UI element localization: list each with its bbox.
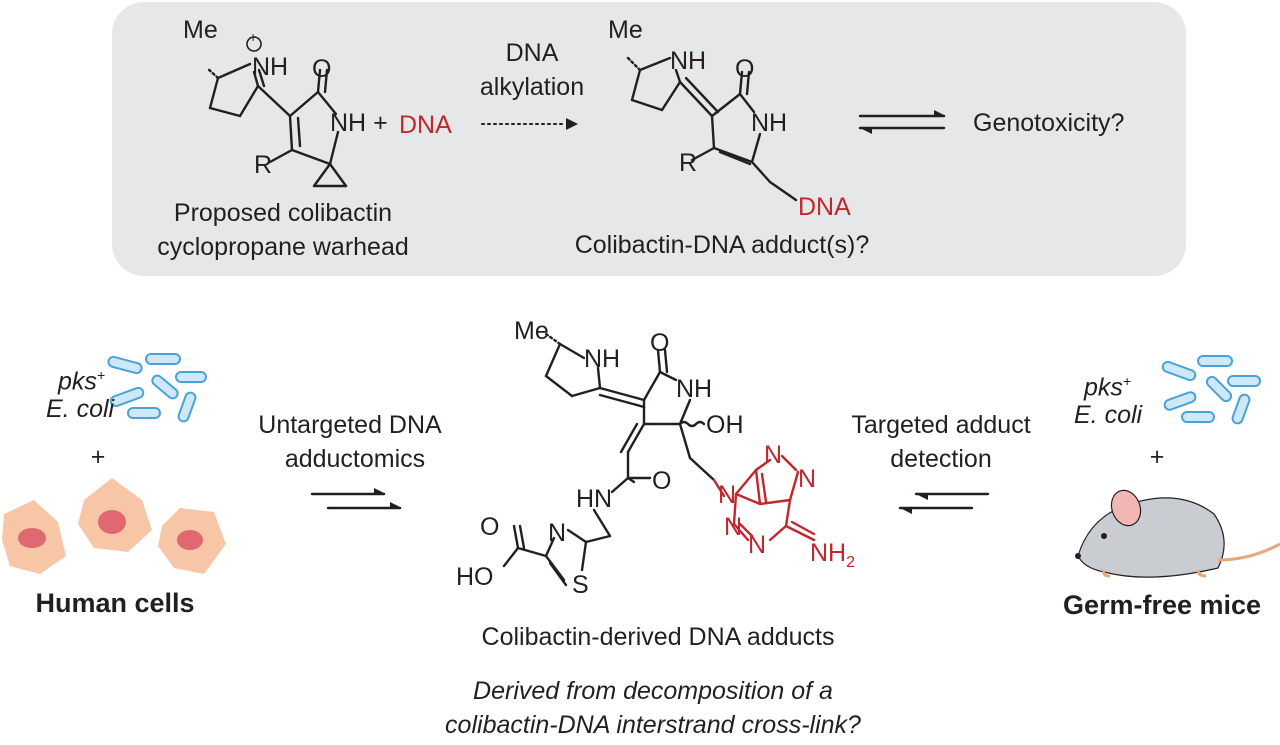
center-atom-nh2: NH — [676, 375, 713, 403]
warhead-label-line2: cyclopropane warhead — [157, 233, 409, 261]
bacterium — [177, 391, 197, 423]
center-atom-nh1: NH — [584, 345, 621, 373]
right-method-line1: Targeted adduct — [851, 411, 1031, 439]
adduct-atom-nh-ring: NH — [751, 109, 788, 137]
center-atom-o2: O — [652, 467, 672, 495]
bacteria-right — [1161, 355, 1261, 425]
cell — [2, 500, 66, 574]
bacterium — [1227, 375, 1261, 387]
center-atom-n-thiazole: N — [548, 519, 567, 547]
right-strain-name: pks — [1084, 373, 1123, 402]
center-atom-s: S — [572, 571, 589, 599]
adduct-atom-o: O — [735, 55, 755, 83]
question-line2: colibactin-DNA interstrand cross-link? — [445, 711, 861, 739]
bacterium — [175, 371, 207, 383]
adduct-label: Colibactin-DNA adduct(s)? — [574, 231, 870, 259]
product-label: Colibactin-derived DNA adducts — [481, 623, 835, 651]
charge-sign: + — [249, 29, 258, 45]
right-plus: + — [1149, 443, 1165, 471]
left-strain-sup: + — [96, 367, 106, 383]
atom-nh: NH — [330, 109, 367, 137]
right-target: Germ-free mice — [1062, 590, 1262, 620]
right-strain-line2: E. coli — [1074, 401, 1143, 429]
dna-reactant: DNA — [399, 111, 452, 139]
step-label-line2: alkylation — [479, 73, 585, 101]
bacterium — [1205, 375, 1233, 403]
bacterium — [1181, 411, 1215, 423]
adduct-structure — [626, 56, 798, 202]
outcome-label: Genotoxicity? — [973, 109, 1125, 137]
bacterium — [1231, 393, 1251, 425]
center-structure — [502, 332, 726, 587]
atom-nh-plus-text: NH + — [330, 108, 388, 138]
adduct-atom-me: Me — [608, 16, 643, 44]
bacterium — [127, 407, 161, 419]
bacterium — [1163, 391, 1197, 411]
warhead-structure — [205, 36, 348, 188]
center-atom-o1: O — [650, 329, 670, 357]
atom-r: R — [254, 151, 273, 179]
left-method-line2: adductomics — [284, 445, 426, 473]
bacterium — [145, 353, 181, 365]
left-strain-line1: pks+ — [58, 360, 105, 396]
bacterium — [151, 374, 179, 400]
adenine-atom-n3: N — [748, 531, 767, 559]
adenine-atom-n1: N — [724, 513, 743, 541]
cell — [158, 508, 226, 574]
left-strain-line2: E. coli — [46, 395, 115, 423]
warhead-label-line1: Proposed colibactin — [173, 199, 393, 227]
left-method-line1: Untargeted DNA — [258, 411, 442, 439]
center-atom-hn: HN — [576, 485, 613, 513]
adenine-nh: NH — [810, 539, 847, 567]
left-strain-name: pks — [58, 367, 97, 396]
human-cells — [2, 478, 226, 574]
center-atom-ho: HO — [456, 563, 494, 591]
adduct-dna: DNA — [798, 193, 851, 221]
center-atom-o3: O — [480, 513, 500, 541]
right-strain-line1: pks+ — [1084, 366, 1131, 402]
bacterium — [1161, 360, 1197, 382]
adduct-atom-r: R — [679, 149, 698, 177]
cell — [78, 478, 152, 552]
adenine-atom-n-top: N — [798, 465, 817, 493]
mouse — [1075, 489, 1280, 578]
right-method-line2: detection — [890, 445, 992, 473]
left-target: Human cells — [35, 588, 195, 618]
atom-o: O — [312, 55, 332, 83]
bacterium — [109, 386, 145, 408]
question-line1: Derived from decomposition of a — [473, 677, 833, 705]
atom-nh-plus: NH — [252, 53, 289, 81]
adenine-nh2-sub: 2 — [846, 554, 856, 571]
bacterium — [107, 355, 143, 375]
left-plus: + — [90, 443, 106, 471]
atom-me: Me — [183, 16, 218, 44]
top-panel-background — [112, 2, 1186, 276]
adduct-atom-nh: NH — [670, 47, 707, 75]
adenine-structure — [732, 454, 816, 542]
adenine-atom-nh2: NH2 — [810, 538, 855, 578]
bacteria-left — [107, 353, 207, 423]
adenine-atom-n7: N — [764, 441, 783, 469]
step-label-line1: DNA — [505, 39, 559, 67]
adenine-atom-n9: N — [718, 481, 737, 509]
center-atom-me: Me — [514, 317, 549, 345]
center-atom-oh: OH — [706, 411, 744, 439]
bacterium — [1197, 355, 1233, 367]
right-strain-sup: + — [1122, 373, 1132, 389]
plus-sign: + — [373, 109, 388, 137]
